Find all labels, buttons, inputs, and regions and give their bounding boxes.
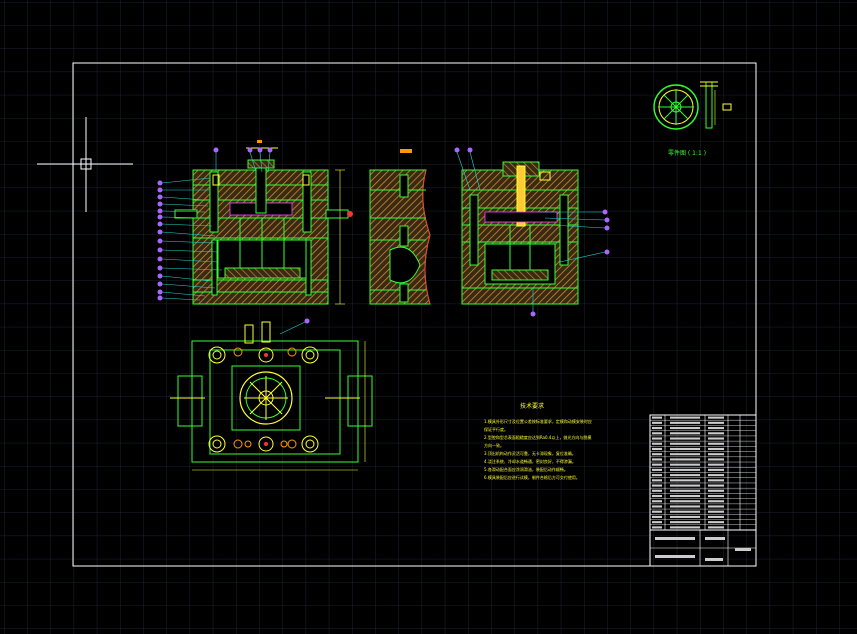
bom-cell-text [708,453,724,456]
crosshair-cursor-icon [37,117,133,212]
notes-line: 方向一致。 [484,442,504,448]
bom-cell-text [708,432,724,435]
partial-section-view[interactable] [369,149,431,305]
bom-cell-text [708,421,724,424]
main-section-view[interactable] [157,140,354,305]
bom-cell-text [670,521,700,524]
bom-cell-text [652,458,662,461]
bom-cell-text [670,447,700,451]
technical-requirements: 技术要求 1.模具外形尺寸及位置公差按标准要求，定模和动模安装时应 保证平行度。… [484,402,592,480]
bom-cell-text [670,458,700,461]
bom-cell-text [652,421,662,424]
notes-line: 2.型腔和型芯表面粗糙度应达到Ra0.4以上，抛光方向与脱模 [484,434,591,440]
bom-cell-text [670,494,700,498]
bom-cell-text [708,463,724,466]
bom-cell-text [708,474,724,477]
bom-cell-text [670,427,700,430]
bom-cell-text [670,437,700,440]
plan-view[interactable] [170,318,373,471]
bom-cell-text [652,468,662,471]
bom-cell-text [708,521,724,524]
bom-cell-text [670,453,700,456]
bom-cell-text [708,510,724,513]
title-block-text [655,537,695,540]
bom-cell-text [708,416,724,419]
bom-cell-text [652,416,662,419]
bom-cell-text [708,515,724,518]
bom-cell-text [652,510,662,513]
bom-cell-text [708,442,724,445]
bom-cell-text [670,515,700,518]
bom-cell-text [652,505,662,508]
part-caption: 零件图 ( 1:1 ) [668,149,706,157]
bom-cell-text [708,437,724,440]
bom-cell-text [670,526,700,529]
bom-cell-text [652,474,662,477]
notes-line: 4.浇注系统、冷却水道畅通，密封良好，不得渗漏。 [484,458,576,464]
bom-cell-text [670,432,700,435]
bom-cell-text [670,489,700,492]
bom-cell-text [652,453,662,456]
bom-cell-text [708,500,724,503]
bom-cell-text [708,484,724,487]
bom-cell-text [708,479,724,482]
bom-cell-text [670,421,700,424]
bom-cell-text [652,521,662,524]
bom-cell-text [708,526,724,529]
bom-cell-text [670,479,700,482]
title-block-text [705,558,723,561]
notes-title: 技术要求 [520,402,544,410]
part-detail-view[interactable]: 零件图 ( 1:1 ) [653,81,732,157]
bom-cell-text [670,505,700,508]
bom-cell-text [652,489,662,492]
bom-cell-text [670,500,700,503]
title-block-text [735,548,751,551]
bom-cell-text [652,427,662,430]
bom-cell-text [670,484,700,487]
bom-cell-text [652,526,662,529]
bom-cell-text [670,416,700,419]
bom-cell-text [652,494,662,498]
title-block-text [705,537,725,540]
bom-cell-text [652,447,662,451]
bom-cell-text [652,463,662,466]
bom-cell-text [670,463,700,466]
side-section-view[interactable] [454,147,610,317]
notes-line: 3.顶出机构动作灵活可靠，无卡滞现象，复位准确。 [484,450,576,456]
drawing-border [72,62,757,567]
bom-cell-text [652,442,662,445]
bom-cell-text [670,442,700,445]
bom-cell-text [708,458,724,461]
bom-cell-text [652,479,662,482]
bom-cell-text [708,489,724,492]
bom-cell-text [708,468,724,471]
bom-cell-text [652,515,662,518]
bom-cell-text [708,505,724,508]
bom-cell-text [670,474,700,477]
notes-line: 1.模具外形尺寸及位置公差按标准要求，定模和动模安装时应 [484,418,592,424]
title-block[interactable] [649,414,757,567]
bom-cell-text [708,494,724,498]
notes-line: 6.模具装配后应进行试模，制件合格后方可交付使用。 [484,474,580,480]
notes-line: 保证平行度。 [484,426,508,432]
bom-cell-text [670,468,700,471]
bom-cell-text [652,484,662,487]
bom-cell-text [652,500,662,503]
notes-line: 5.各滑动配合面应涂润滑油，装配后动作顺畅。 [484,466,568,472]
bom-cell-text [708,427,724,430]
title-block-text [655,555,695,558]
bom-cell-text [652,437,662,440]
bom-cell-text [652,432,662,435]
bom-cell-text [670,510,700,513]
bom-cell-text [708,447,724,451]
